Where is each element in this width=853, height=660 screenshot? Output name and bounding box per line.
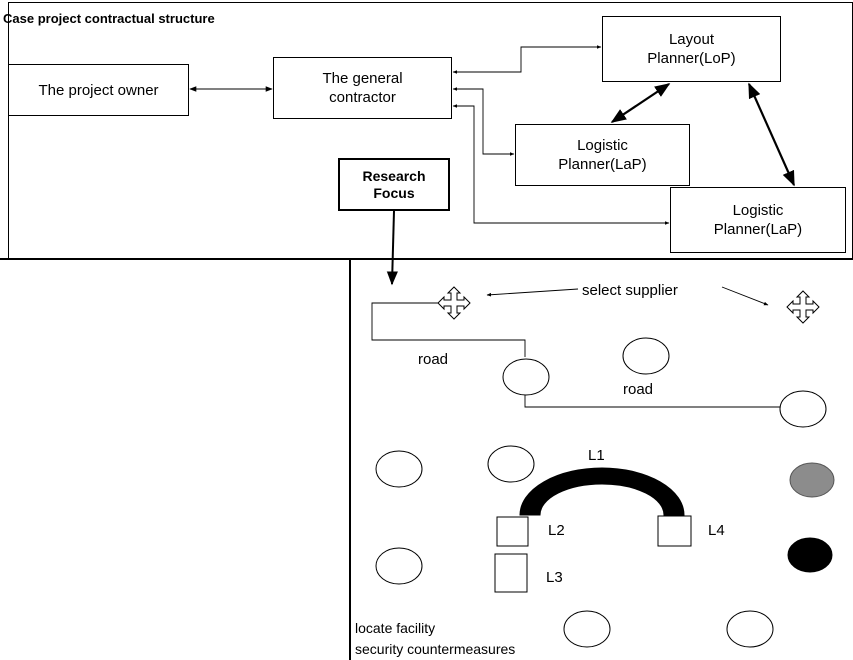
facility-circle-black — [787, 537, 833, 573]
logistic-planner-box-1: Logistic Planner(LaP) — [515, 124, 690, 186]
facility-circle — [779, 390, 827, 428]
facility-circle — [726, 610, 774, 648]
research-focus-arrow — [386, 210, 398, 286]
research-focus-label: Research Focus — [362, 167, 426, 201]
locate-facility-label: locate facility — [355, 620, 436, 636]
project-owner-box: The project owner — [8, 64, 189, 116]
contractor-lap1-connector — [452, 87, 515, 156]
logistic-planner-label-2: Logistic Planner(LaP) — [713, 202, 803, 238]
road-path-1 — [371, 302, 526, 357]
project-owner-label: The project owner — [38, 81, 159, 99]
facility-circle — [375, 547, 423, 585]
l3-square — [494, 553, 528, 593]
supplier-icon — [786, 290, 820, 324]
road-label-1: road — [418, 351, 449, 368]
security-countermeasures-label: security countermeasures — [355, 641, 516, 657]
lop-lap1-arrow — [610, 83, 671, 123]
l1-arc — [519, 467, 685, 516]
facility-circle — [375, 450, 423, 488]
contractor-lop-connector — [452, 45, 602, 74]
l4-label: L4 — [708, 522, 725, 539]
layout-planner-box: Layout Planner(LoP) — [602, 16, 781, 82]
facility-circle — [487, 445, 535, 483]
research-focus-box: Research Focus — [338, 158, 450, 211]
diagram-title: Case project contractual structure — [3, 11, 215, 26]
road-path-2 — [524, 395, 780, 408]
l4-square — [657, 515, 692, 547]
general-contractor-box: The general contractor — [273, 57, 452, 119]
logistic-planner-label-1: Logistic Planner(LaP) — [558, 137, 647, 173]
select-supplier-arrow-right — [721, 286, 769, 306]
facility-circle-gray — [789, 462, 835, 498]
lop-lap2-arrow — [747, 82, 796, 187]
l2-label: L2 — [548, 522, 565, 539]
select-supplier-label: select supplier — [582, 282, 678, 299]
l1-label: L1 — [588, 447, 605, 464]
logistic-planner-box-2: Logistic Planner(LaP) — [670, 187, 846, 253]
select-supplier-arrow-left — [486, 288, 579, 297]
facility-circle — [502, 358, 550, 396]
general-contractor-label: The general contractor — [322, 70, 403, 106]
facility-circle — [563, 610, 611, 648]
l3-label: L3 — [546, 569, 563, 586]
l2-square — [496, 516, 529, 547]
road-label-2: road — [623, 381, 654, 398]
layout-planner-label: Layout Planner(LoP) — [647, 31, 736, 67]
contractor-lap2-connector — [452, 104, 670, 225]
supplier-icon — [437, 286, 471, 320]
facility-circle — [622, 337, 670, 375]
